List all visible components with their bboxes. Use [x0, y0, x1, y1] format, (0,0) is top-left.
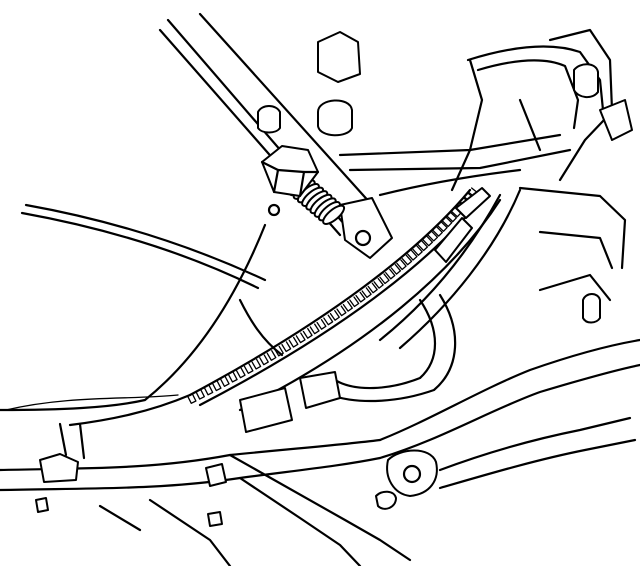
- tool-bolt: [260, 145, 346, 225]
- ring-gear-tooth: [203, 384, 214, 396]
- ring-gear-tooth: [228, 371, 238, 383]
- ring-gear-tooth: [288, 336, 299, 348]
- ring-gear-tooth: [302, 327, 313, 339]
- ring-gear-tooth: [295, 332, 306, 344]
- transmission-bellhousing: [0, 187, 640, 566]
- ring-gear-tooth: [367, 282, 378, 294]
- ring-gear-tooth: [427, 230, 439, 242]
- ring-gear-tooth: [396, 259, 407, 271]
- ring-gear-tooth: [417, 240, 429, 252]
- ring-gear-tooth: [211, 380, 222, 392]
- ring-gear-tooth: [323, 314, 334, 326]
- ring-gear-tooth: [281, 341, 292, 353]
- ring-gear-tooth: [407, 249, 418, 261]
- ring-gear-tooth: [401, 254, 413, 266]
- ring-gear-tooth: [187, 393, 197, 404]
- ring-gear-tooth: [432, 226, 443, 237]
- ring-gear-tooth: [361, 287, 372, 299]
- ring-gear-tooth: [243, 363, 254, 374]
- ring-gear-tooth: [422, 235, 434, 247]
- ring-gear-tooth: [274, 345, 284, 357]
- flywheel-holding-tool: [158, 12, 393, 259]
- ring-gear-tooth: [373, 277, 384, 289]
- ring-gear-tooth: [316, 318, 327, 330]
- ring-gear-tooth: [309, 323, 320, 335]
- ring-gear-tooth: [385, 268, 396, 280]
- ring-gear-tooth: [441, 216, 453, 228]
- flywheel: [0, 203, 284, 412]
- ring-gear-tooth: [220, 376, 230, 387]
- ring-gear-tooth: [379, 273, 390, 285]
- bolt-thread: [322, 204, 346, 225]
- ring-gear-tooth: [266, 350, 277, 361]
- ring-gear-tooth: [349, 296, 360, 308]
- ring-gear-tooth: [355, 291, 366, 303]
- ring-gear-tooth: [437, 221, 448, 232]
- ring-gear-tooth: [390, 264, 402, 275]
- ring-gear-tooth: [336, 305, 347, 317]
- ring-gear-tooth: [446, 211, 458, 223]
- ring-gear-tooth: [329, 309, 340, 321]
- ring-gear-tooth: [259, 354, 269, 366]
- engine-block: [257, 28, 633, 324]
- ring-gear-tooth: [412, 245, 423, 256]
- ring-gear-tooth: [342, 300, 353, 312]
- ring-gear-tooth: [251, 358, 262, 370]
- ring-gear-tooth: [195, 388, 205, 400]
- ring-gear-tooth: [235, 367, 246, 379]
